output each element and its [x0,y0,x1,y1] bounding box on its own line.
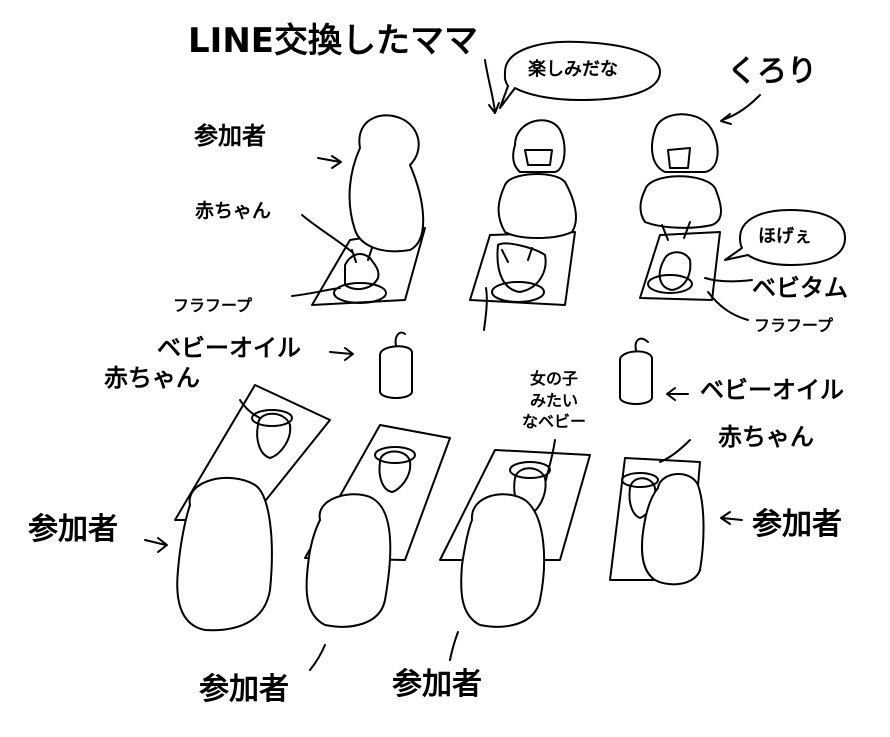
label-hula-hoop-right: フラフープ [754,316,834,335]
mat-top-right [639,231,721,301]
label-girl-baby: 女の子 みたい なベビー [522,369,587,432]
hoop-top-left [333,282,387,304]
kurori [639,113,722,301]
label-participant-bottom-1: 参加者 [199,672,289,707]
participant-bottom-4 [641,472,705,586]
pointer-arrows [144,59,761,671]
speech-text-1: 楽しみだな [528,59,618,80]
label-baby-left: 赤ちゃん [104,364,200,392]
label-participant-left: 参加者 [28,512,118,547]
baby-bottom-left [251,409,293,459]
mat-bottom-3 [439,449,591,561]
label-baby-right: 赤ちゃん [718,423,814,451]
participant-top-left [311,114,426,306]
label-hula-hoop-left: フラフープ [173,296,253,315]
kurori-body [639,175,722,229]
participant-body-top-left [348,114,425,253]
participant-bottom-1 [176,477,273,632]
mama-body [497,173,577,239]
speech-bubble-1 [499,40,661,109]
label-participant-top: 参加者 [194,122,266,150]
label-participant-right: 参加者 [752,507,842,542]
baby-oil-left-bottle [379,331,413,399]
label-bebitam: ベビタム [752,274,848,302]
kurori-head [651,113,719,173]
baby-oil-right-bottle [619,337,653,405]
hoop-top-mid [491,281,545,303]
baby-bottom-mid [374,446,416,493]
speech-text-2: ほげぇ [758,226,812,247]
label-baby-oil-right: ベビーオイル [700,376,844,404]
participant-bottom-3 [460,493,546,628]
label-baby-oil-left: ベビーオイル [157,334,301,362]
label-title: LINE交換したママ [188,21,478,61]
label-participant-bottom-2: 参加者 [392,667,482,702]
participant-bottom-2 [305,493,392,628]
hoop-top-right [647,274,693,294]
label-baby-top: 赤ちゃん [195,200,272,222]
label-kurori: くろり [727,54,817,89]
mama-line [469,119,577,306]
speech-bubble-2 [724,209,846,266]
